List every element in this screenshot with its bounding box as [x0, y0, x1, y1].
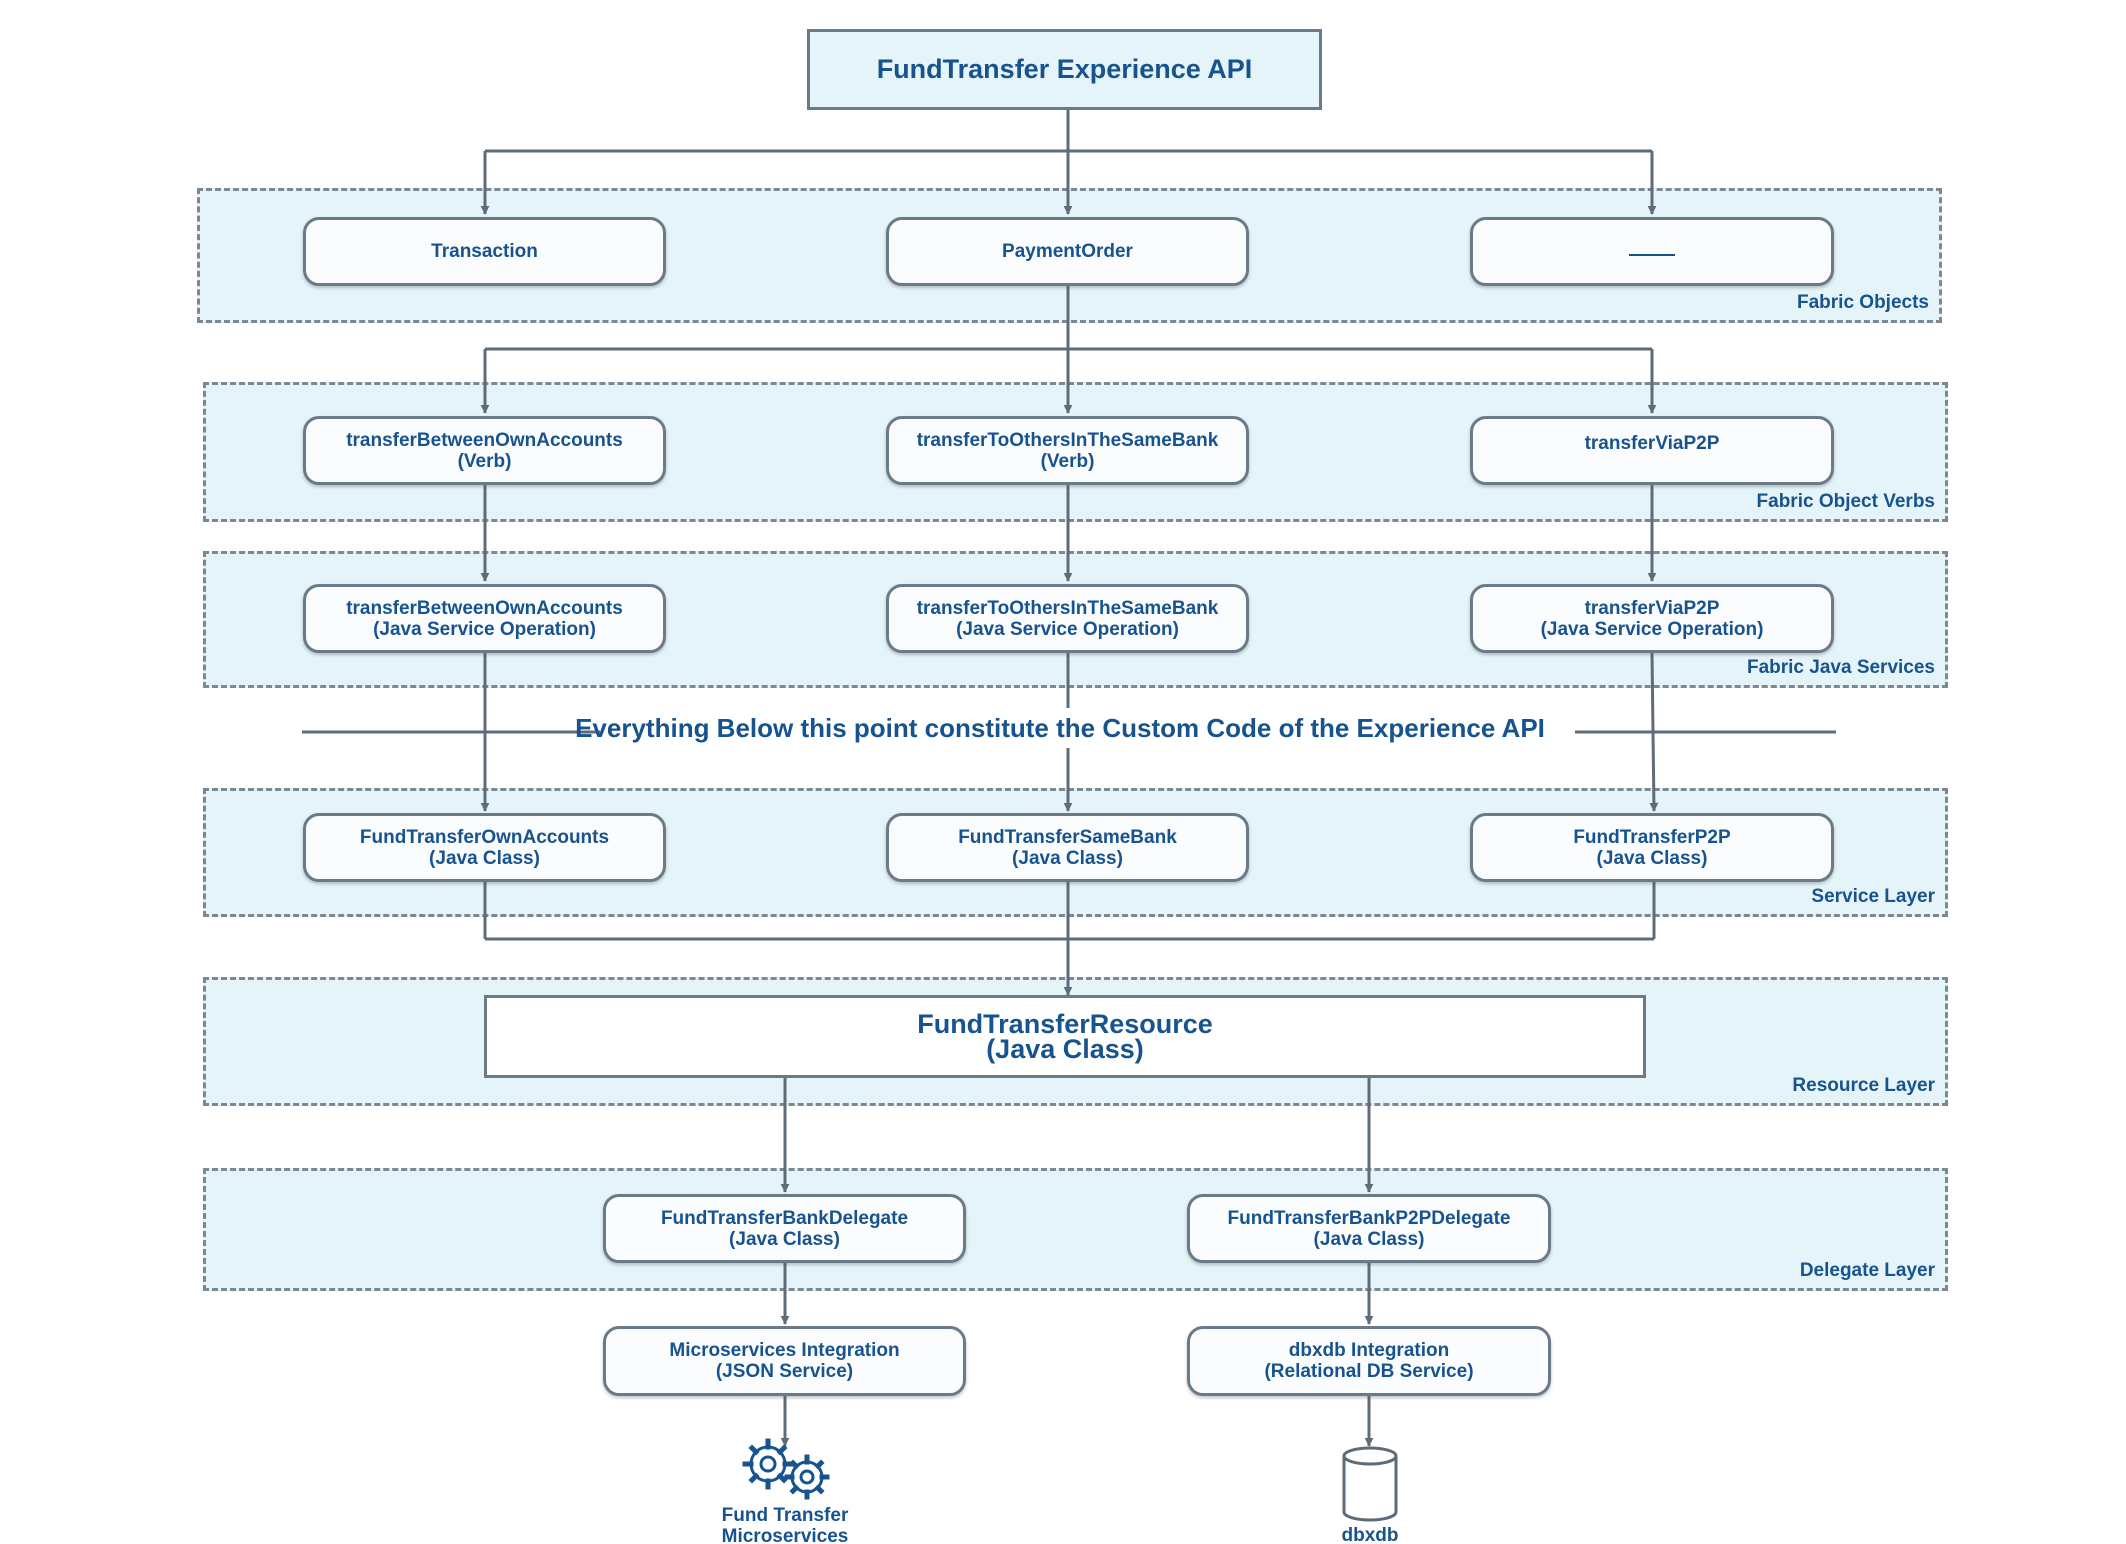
- verb-same-bank[interactable]: transferToOthersInTheSameBank (Verb): [886, 416, 1249, 485]
- service-class-own-accounts-kind: (Java Class): [429, 847, 540, 869]
- resource-class-name: FundTransferResource: [917, 1008, 1213, 1039]
- java-service-p2p-name: transferViaP2P: [1584, 597, 1720, 619]
- microservices-caption-line1: Fund Transfer: [721, 1505, 849, 1526]
- band-label-fabric-java-services: Fabric Java Services: [1746, 657, 1935, 678]
- service-class-p2p[interactable]: FundTransferP2P (Java Class): [1470, 813, 1834, 882]
- delegate-bank[interactable]: FundTransferBankDelegate (Java Class): [603, 1194, 966, 1263]
- java-service-same-bank-name: transferToOthersInTheSameBank: [916, 597, 1219, 619]
- custom-code-divider: Everything Below this point constitute t…: [575, 708, 1545, 748]
- band-label-fabric-object-verbs: Fabric Object Verbs: [1756, 491, 1935, 512]
- service-class-p2p-name: FundTransferP2P: [1573, 826, 1731, 848]
- integration-dbxdb-kind: (Relational DB Service): [1264, 1361, 1474, 1382]
- experience-api-node[interactable]: FundTransfer Experience API: [807, 29, 1322, 110]
- java-service-own-accounts-name: transferBetweenOwnAccounts: [346, 597, 623, 619]
- band-delegate-layer: Delegate Layer: [203, 1168, 1948, 1291]
- object-transaction-label: Transaction: [431, 241, 538, 262]
- java-service-same-bank-kind: (Java Service Operation): [956, 618, 1179, 640]
- verb-p2p[interactable]: transferViaP2P: [1470, 416, 1834, 485]
- microservices-caption-line2: Microservices: [721, 1526, 849, 1544]
- service-class-same-bank-name: FundTransferSameBank: [958, 826, 1177, 848]
- integration-microservices-kind: (JSON Service): [715, 1361, 854, 1382]
- delegate-p2p-name: FundTransferBankP2PDelegate: [1227, 1207, 1511, 1229]
- database-caption: dbxdb: [1341, 1525, 1399, 1544]
- integration-dbxdb[interactable]: dbxdb Integration (Relational DB Service…: [1187, 1326, 1551, 1396]
- database-icon: [1342, 1446, 1398, 1522]
- object-paymentorder-label: PaymentOrder: [1002, 241, 1133, 262]
- verb-same-bank-kind: (Verb): [1040, 450, 1095, 472]
- java-service-own-accounts-kind: (Java Service Operation): [373, 618, 596, 640]
- microservices-caption: Fund Transfer Microservices: [665, 1505, 905, 1544]
- band-label-delegate-layer: Delegate Layer: [1799, 1260, 1935, 1281]
- verb-own-accounts-name: transferBetweenOwnAccounts: [346, 429, 623, 451]
- object-transaction[interactable]: Transaction: [303, 217, 666, 286]
- service-class-same-bank[interactable]: FundTransferSameBank (Java Class): [886, 813, 1249, 882]
- integration-dbxdb-name: dbxdb Integration: [1288, 1340, 1450, 1361]
- band-label-fabric-objects: Fabric Objects: [1797, 292, 1929, 313]
- object-unnamed-blank-label: [1629, 253, 1675, 256]
- service-class-own-accounts[interactable]: FundTransferOwnAccounts (Java Class): [303, 813, 666, 882]
- integration-microservices-name: Microservices Integration: [669, 1340, 900, 1361]
- verb-own-accounts-kind: (Verb): [457, 450, 512, 472]
- delegate-p2p[interactable]: FundTransferBankP2PDelegate (Java Class): [1187, 1194, 1551, 1263]
- object-unnamed[interactable]: [1470, 217, 1834, 286]
- service-class-p2p-kind: (Java Class): [1596, 847, 1708, 869]
- band-label-resource-layer: Resource Layer: [1792, 1075, 1935, 1096]
- delegate-p2p-kind: (Java Class): [1313, 1228, 1425, 1250]
- service-class-same-bank-kind: (Java Class): [1012, 847, 1123, 869]
- resource-class-kind: (Java Class): [986, 1033, 1144, 1064]
- java-service-p2p[interactable]: transferViaP2P (Java Service Operation): [1470, 584, 1834, 653]
- resource-class-node[interactable]: FundTransferResource (Java Class): [484, 995, 1646, 1078]
- gears-icon: [742, 1438, 830, 1500]
- service-class-own-accounts-name: FundTransferOwnAccounts: [359, 826, 610, 848]
- integration-microservices[interactable]: Microservices Integration (JSON Service): [603, 1326, 966, 1396]
- object-paymentorder[interactable]: PaymentOrder: [886, 217, 1249, 286]
- verb-same-bank-name: transferToOthersInTheSameBank: [916, 429, 1219, 451]
- verb-own-accounts[interactable]: transferBetweenOwnAccounts (Verb): [303, 416, 666, 485]
- java-service-own-accounts[interactable]: transferBetweenOwnAccounts (Java Service…: [303, 584, 666, 653]
- delegate-bank-name: FundTransferBankDelegate: [660, 1207, 909, 1229]
- java-service-p2p-kind: (Java Service Operation): [1540, 618, 1764, 640]
- java-service-same-bank[interactable]: transferToOthersInTheSameBank (Java Serv…: [886, 584, 1249, 653]
- band-label-service-layer: Service Layer: [1811, 886, 1935, 907]
- verb-p2p-name: transferViaP2P: [1584, 433, 1720, 454]
- delegate-bank-kind: (Java Class): [729, 1228, 840, 1250]
